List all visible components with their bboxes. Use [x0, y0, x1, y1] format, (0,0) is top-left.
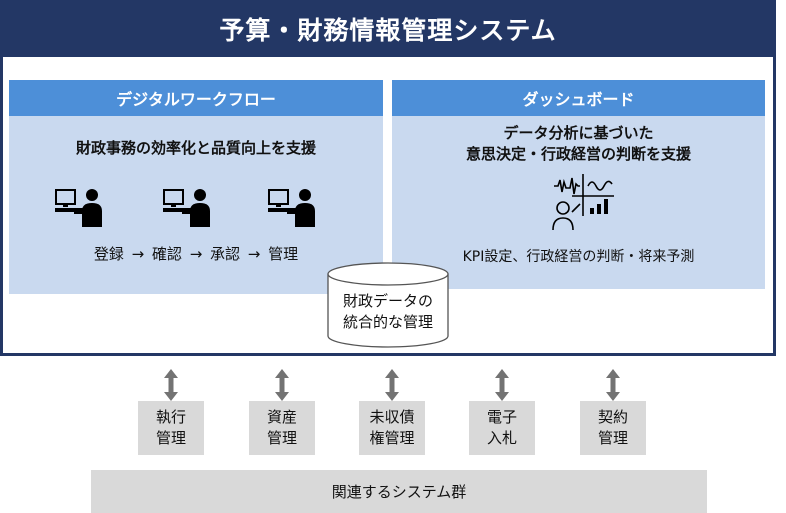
system-label-line1: 契約 — [597, 408, 628, 426]
user-at-computer-icon — [55, 189, 102, 227]
database-label-line1: 財政データの — [342, 292, 433, 310]
dashboard-subtitle-line2: 意思決定・行政経営の判断を支援 — [465, 145, 691, 163]
double-arrow-icon — [385, 369, 399, 401]
workflow-steps: 登録 → 確認 → 承認 → 管理 — [93, 245, 299, 263]
database-cylinder-icon — [327, 262, 449, 348]
system-box-contracts: 契約管理 — [580, 401, 646, 455]
double-arrow-icon — [164, 369, 178, 401]
double-arrow-icon — [495, 369, 509, 401]
system-title: 予算・財務情報管理システム — [0, 0, 776, 58]
dashboard-heading: ダッシュボード — [392, 80, 765, 116]
double-arrow-icon — [275, 369, 289, 401]
workflow-panel: デジタルワークフロー 財政事務の効率化と品質向上を支援 登録 → 確認 → 承認… — [9, 80, 383, 294]
system-label-line2: 管理 — [597, 429, 628, 447]
system-label-line2: 管理 — [155, 429, 186, 447]
system-label-line2: 管理 — [266, 429, 297, 447]
system-label-line2: 権管理 — [369, 429, 415, 447]
dashboard-subtitle-line1: データ分析に基づいた — [503, 124, 654, 142]
system-box-assets: 資産管理 — [249, 401, 315, 455]
system-box-e-bidding: 電子入札 — [469, 401, 535, 455]
dashboard-panel: ダッシュボード データ分析に基づいた 意思決定・行政経営の判断を支援 KPI設定… — [392, 80, 765, 289]
dashboard-kpi-text: KPI設定、行政経営の判断・将来予測 — [462, 249, 695, 265]
system-box-receivables: 未収債権管理 — [359, 401, 425, 455]
user-at-computer-icon — [163, 189, 210, 227]
database-label-line2: 統合的な管理 — [342, 313, 433, 331]
database-label: 財政データの 統合的な管理 — [327, 291, 449, 333]
system-label-line2: 入札 — [486, 429, 517, 447]
workflow-subtitle: 財政事務の効率化と品質向上を支援 — [75, 139, 316, 157]
system-label-line1: 電子 — [486, 408, 517, 426]
user-at-computer-icon — [268, 189, 315, 227]
system-box-execution: 執行管理 — [138, 401, 204, 455]
workflow-heading: デジタルワークフロー — [9, 80, 383, 116]
data-analysis-icon — [552, 174, 614, 231]
system-label-line1: 資産 — [266, 408, 297, 426]
double-arrow-icon — [606, 369, 620, 401]
system-label-line1: 執行 — [155, 408, 186, 426]
system-label-line1: 未収債 — [369, 408, 415, 426]
related-systems-bar: 関連するシステム群 — [91, 470, 707, 513]
